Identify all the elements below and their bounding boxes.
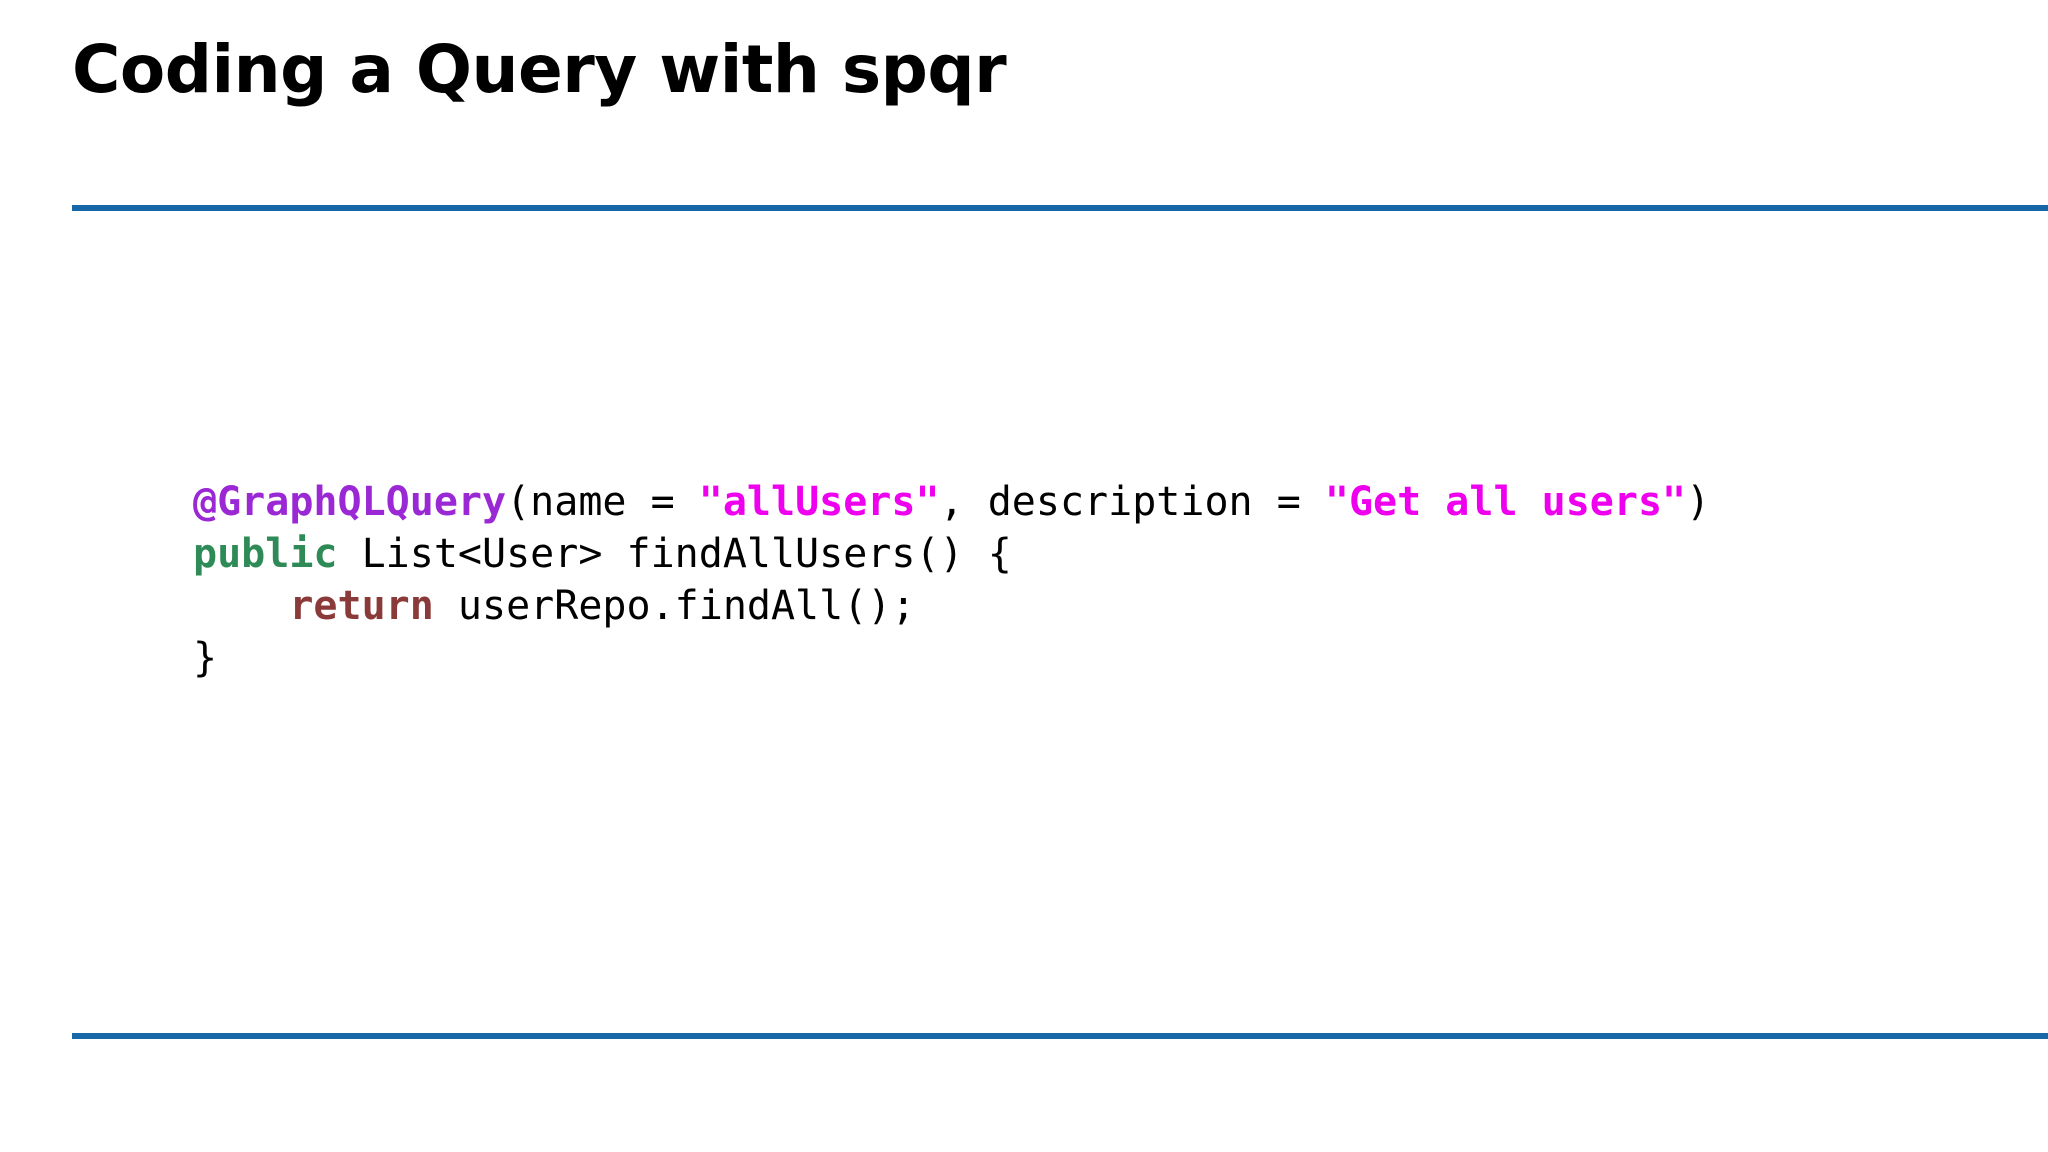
code-token-plain: ) [1686, 479, 1711, 525]
code-token-anno: @GraphQLQuery [193, 479, 507, 525]
code-block: @GraphQLQuery(name = "allUsers", descrip… [193, 476, 1710, 684]
code-token-plain: , description = [939, 479, 1325, 525]
divider-bottom [72, 1033, 2048, 1039]
code-token-plain [193, 583, 289, 629]
divider-top [72, 205, 2048, 211]
code-token-string: "allUsers" [698, 479, 940, 525]
code-token-plain: (name = [506, 479, 699, 525]
code-token-return: return [289, 583, 434, 629]
code-token-plain: } [193, 635, 218, 681]
page-title: Coding a Query with spqr [72, 31, 1007, 108]
code-line: public List<User> findAllUsers() { [193, 528, 1710, 580]
code-token-plain: List<User> findAllUsers() { [337, 531, 1012, 577]
code-line: @GraphQLQuery(name = "allUsers", descrip… [193, 476, 1710, 528]
code-line: } [193, 632, 1710, 684]
code-line: return userRepo.findAll(); [193, 580, 1710, 632]
code-token-string: "Get all users" [1324, 479, 1687, 525]
code-token-plain: userRepo.findAll(); [433, 583, 916, 629]
code-token-keyword: public [193, 531, 338, 577]
